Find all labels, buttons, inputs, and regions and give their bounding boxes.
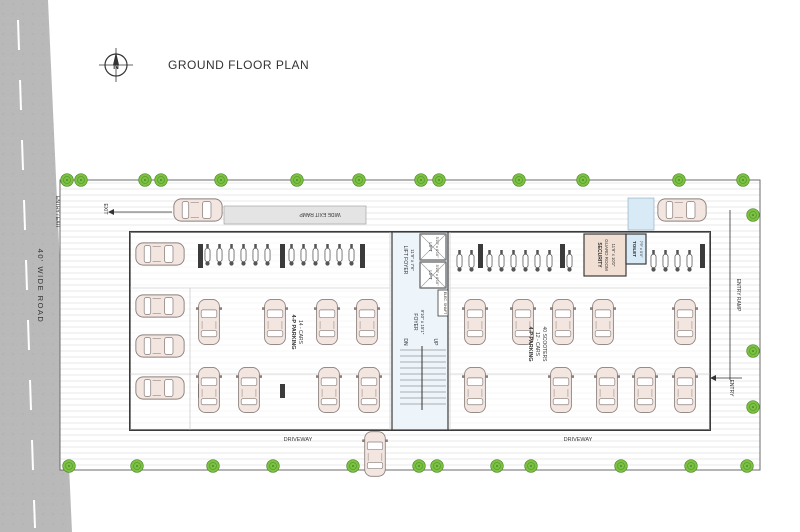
entry-label: ENTRY [728, 380, 734, 398]
wide-exit-ramp-label: WIDE EXIT RAMP [299, 211, 341, 217]
road [0, 0, 72, 532]
elec-shaft-label: ELEC. SHAFT [443, 292, 447, 315]
plan-title: GROUND FLOOR PLAN [168, 58, 310, 72]
stair-up-label: UP [432, 339, 438, 347]
exit-label: EXIT [102, 203, 108, 214]
left-parking-count: 14 - CARS [297, 320, 303, 345]
entry-ramp-shade [627, 197, 655, 231]
lift-1-label: LIFT [428, 242, 433, 252]
lift-2-dim: 5'10" x 6'10" [435, 265, 439, 286]
security-room [583, 233, 627, 277]
right-parking-count: 12 - CARS [534, 332, 540, 357]
entry-ramp-label: ENTRY RAMP [735, 279, 741, 312]
right-scooters-count: 40 SCOOTERS [541, 326, 547, 362]
right-parking-label: 4-P PARKING [527, 327, 533, 362]
svg-text:N: N [113, 62, 119, 71]
entering-car [657, 198, 707, 222]
lift-1-dim: 5'10" x 6'10" [435, 237, 439, 258]
lift-foyer-label: LIFT FOYER [402, 246, 408, 275]
toilet-room [625, 233, 647, 265]
foyer-label: FOYER [412, 313, 418, 331]
road-label: 40' WIDE ROAD [36, 249, 45, 324]
driving-car [173, 198, 223, 222]
left-parking-label: 4-P PARKING [290, 315, 296, 350]
stair-down-label: DN [402, 338, 408, 346]
guard-room-label: GUARD ROOM [604, 239, 609, 271]
north-compass-icon: N [99, 48, 133, 82]
driveway-right-label: DRIVEWAY [564, 437, 593, 443]
lift-foyer-dim: 11'9" x 7'6" [410, 249, 415, 271]
lift-2-label: LIFT [428, 270, 433, 280]
wide-exit-ramp [223, 205, 367, 225]
toilet-dim: 7'9" x 5'0" [639, 241, 643, 258]
central-core [391, 231, 449, 431]
security-label: SECURITY [596, 242, 602, 268]
driveway-car [362, 431, 388, 477]
toilet-label: TOILET [632, 241, 637, 257]
foyer-dim: 9'10" x 15'1" [420, 310, 425, 335]
entry-exit-label: ENTRY / EXIT [54, 196, 60, 228]
security-dim: 11'9" x 10'0" [611, 244, 616, 267]
driveway-left-label: DRIVEWAY [284, 437, 313, 443]
